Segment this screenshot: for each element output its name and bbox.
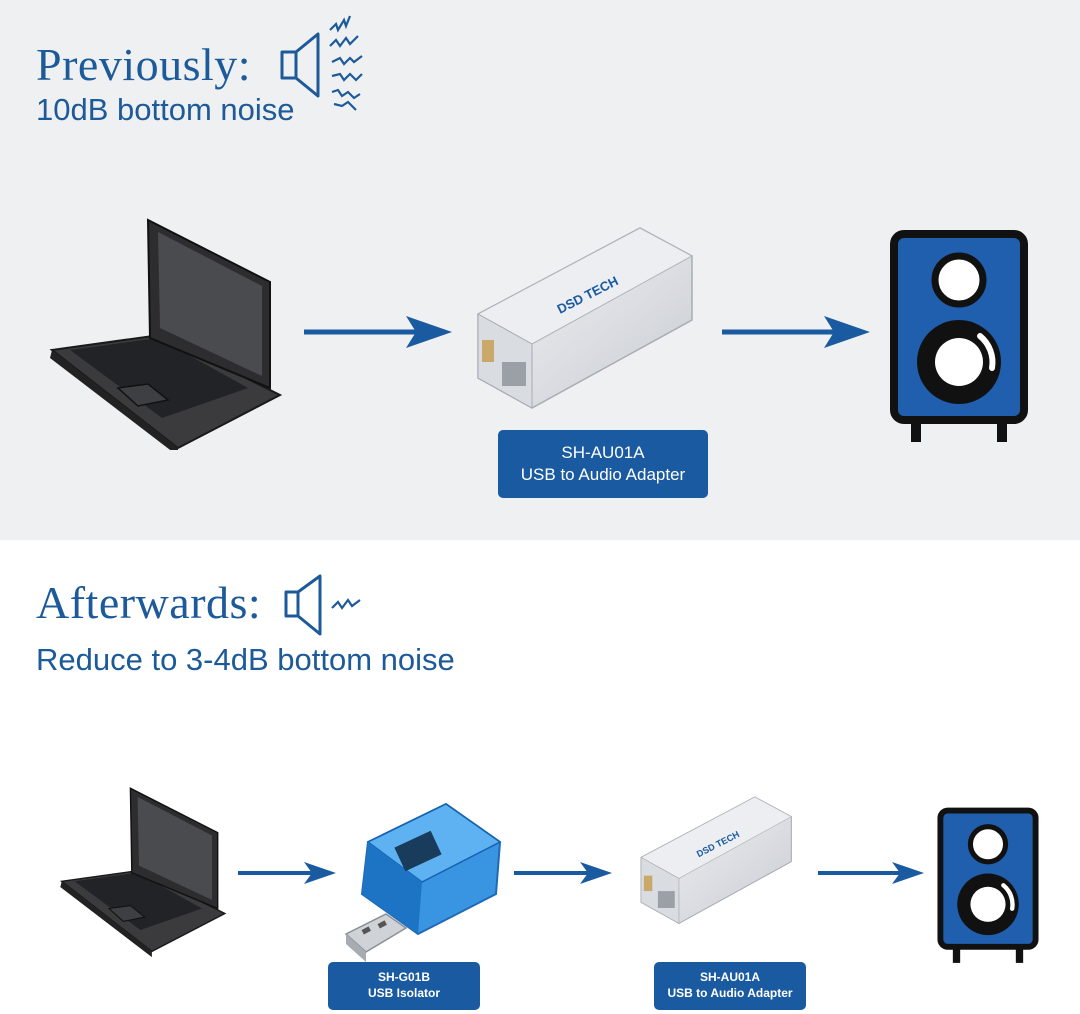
arrow-right-icon (238, 862, 336, 884)
usb-isolator-image (344, 802, 502, 962)
speaker-icon (890, 230, 1028, 442)
isolator-description: USB Isolator (367, 986, 440, 1000)
afterwards-panel: Afterwards: Reduce to 3-4dB bottom noise (0, 540, 1080, 1014)
previously-subtitle: 10dB bottom noise (36, 92, 295, 127)
afterwards-subtitle: Reduce to 3-4dB bottom noise (36, 642, 455, 677)
adapter-model: SH-AU01A (699, 970, 760, 985)
previously-panel: Previously: 10dB bottom noise (0, 0, 1080, 540)
laptop-image (49, 218, 283, 450)
afterwards-title: Afterwards: (36, 577, 262, 628)
adapter-description: USB to Audio Adapter (667, 986, 793, 1000)
loud-speaker-icon (280, 15, 363, 111)
usb-audio-adapter-image: DSD TECH (476, 227, 694, 409)
arrow-right-icon (818, 862, 924, 884)
adapter-label: SH-AU01A USB to Audio Adapter (654, 962, 806, 1010)
previously-title: Previously: (36, 39, 252, 90)
arrow-right-icon (722, 316, 870, 348)
usb-audio-adapter-image: DSD TECH (640, 796, 793, 925)
adapter-model: SH-AU01A (561, 442, 645, 462)
arrow-right-icon (304, 316, 452, 348)
quiet-speaker-icon (284, 574, 361, 636)
isolator-model: SH-G01B (377, 970, 430, 985)
adapter-label: SH-AU01A USB to Audio Adapter (498, 430, 708, 498)
isolator-label: SH-G01B USB Isolator (328, 962, 480, 1010)
laptop-image (59, 787, 227, 958)
arrow-right-icon (514, 862, 612, 884)
speaker-icon (937, 807, 1039, 963)
adapter-description: USB to Audio Adapter (520, 465, 686, 484)
